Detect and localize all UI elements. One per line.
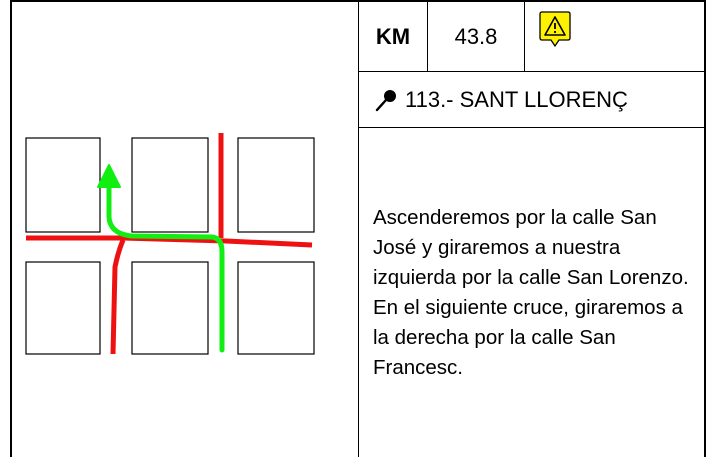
- block-top-left: [25, 137, 101, 233]
- frame-right-border: [704, 0, 706, 457]
- route-description: Ascenderemos por la calle San José y gir…: [373, 206, 689, 379]
- red-street-vertical-bottom: [110, 239, 126, 355]
- warning-triangle-icon: [539, 11, 571, 48]
- block-top-right: [237, 137, 315, 233]
- waypoint-row: 113.- SANT LLORENÇ: [359, 72, 704, 128]
- green-route-path: [106, 182, 225, 353]
- km-row: KM 43.8: [359, 2, 704, 72]
- column-divider: [358, 0, 359, 457]
- frame-left-border: [10, 0, 12, 457]
- map-pin-icon: [375, 89, 396, 111]
- red-street-horizontal: [26, 235, 313, 248]
- info-panel: KM 43.8 113.- SANT LLORENÇ Ascenderemos …: [359, 2, 704, 457]
- block-bottom-right: [237, 261, 315, 355]
- route-arrowhead: [97, 164, 121, 188]
- route-diagram: [12, 2, 358, 457]
- roadbook-sheet: KM 43.8 113.- SANT LLORENÇ Ascenderemos …: [10, 0, 706, 457]
- block-bottom-left: [25, 261, 101, 355]
- km-value: 43.8: [428, 2, 525, 71]
- block-bottom-middle: [131, 261, 209, 355]
- block-top-middle: [131, 137, 209, 233]
- km-label: KM: [359, 2, 428, 71]
- waypoint-name: 113.- SANT LLORENÇ: [405, 86, 628, 112]
